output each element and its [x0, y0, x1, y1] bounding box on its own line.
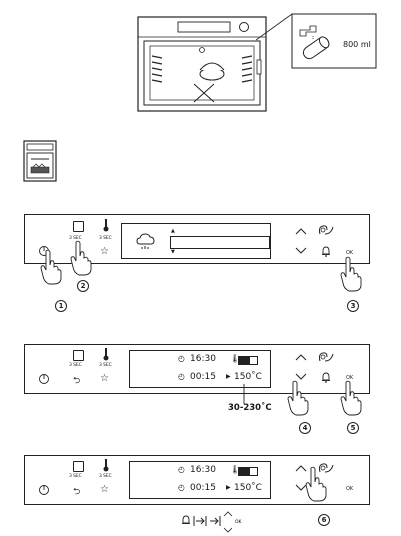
- down-arrow-icon[interactable]: [295, 247, 307, 255]
- thermometer-icon[interactable]: [102, 458, 110, 472]
- svg-text:OK: OK: [235, 519, 243, 525]
- thermometer-icon[interactable]: [102, 218, 110, 232]
- heat-up-bar: [238, 467, 258, 476]
- hand-press-light-icon: [70, 240, 92, 276]
- temperature: 150˚C: [234, 483, 262, 493]
- temp-indicator-icon: 🌡︎: [230, 465, 241, 474]
- play-arrow-icon: ▶: [226, 373, 231, 380]
- temp-range-leader: [243, 384, 245, 404]
- assisted-cooking-icon[interactable]: [317, 223, 335, 237]
- callout-3: 3: [347, 300, 359, 312]
- program-list-bar[interactable]: [170, 236, 270, 249]
- temp-3sec-label: 3 SEC: [99, 474, 112, 479]
- assisted-cooking-icon[interactable]: [317, 350, 335, 364]
- clock-icon: ◴: [178, 465, 185, 474]
- timer-time: 16:30: [190, 354, 216, 364]
- temp-3sec-label: 3 SEC: [99, 363, 112, 368]
- power-icon[interactable]: [38, 373, 50, 385]
- hand-press-function-icon: [305, 466, 327, 502]
- light-button-icon[interactable]: [73, 221, 84, 232]
- up-arrow-icon[interactable]: [295, 353, 307, 361]
- power-icon[interactable]: [38, 484, 50, 496]
- temp-indicator-icon: 🌡︎: [230, 354, 241, 363]
- control-panel-2: 3 SEC ⮌ 3 SEC ☆ ◴ 16:30 🌡︎ ◴ 00:15 ▶ 150…: [24, 344, 370, 394]
- temperature: 150˚C: [234, 372, 262, 382]
- hand-press-ok-icon: [340, 380, 362, 416]
- duration-clock-icon: ◴: [178, 372, 185, 381]
- light-button-icon[interactable]: [73, 461, 84, 472]
- down-arrow-icon[interactable]: [295, 484, 307, 492]
- favourite-star-icon[interactable]: ☆: [100, 246, 109, 257]
- play-arrow-icon: ▶: [226, 484, 231, 491]
- thermometer-icon[interactable]: [102, 347, 110, 361]
- steam-tray-oven-icon: [23, 140, 57, 182]
- temp-3sec-label: 3 SEC: [99, 236, 112, 241]
- clock-icon: ◴: [178, 354, 185, 363]
- back-icon[interactable]: ⮌: [73, 376, 81, 386]
- scroll-up-arrow: ▲: [171, 228, 175, 234]
- up-arrow-icon[interactable]: [295, 227, 307, 235]
- callout-4: 4: [299, 422, 311, 434]
- duration: 00:15: [190, 483, 216, 493]
- back-icon[interactable]: ⮌: [73, 487, 81, 497]
- callout-5: 5: [347, 422, 359, 434]
- callout-2: 2: [77, 280, 89, 292]
- light-3sec-label: 3 SEC: [69, 363, 82, 368]
- ok-button[interactable]: OK: [346, 250, 354, 256]
- ok-button[interactable]: OK: [346, 486, 354, 492]
- hand-press-ok-icon: [340, 256, 362, 292]
- duration: 00:15: [190, 372, 216, 382]
- display-1: ▲ ▼: [121, 223, 271, 259]
- callout-1: 1: [55, 300, 67, 312]
- temp-range-label: 30-230˚C: [228, 403, 272, 413]
- timer-time: 16:30: [190, 465, 216, 475]
- callout-6: 6: [318, 514, 330, 526]
- heat-up-bar: [238, 356, 258, 365]
- hand-press-down-icon: [287, 380, 309, 416]
- bell-icon[interactable]: [321, 246, 331, 257]
- light-3sec-label: 3 SEC: [69, 474, 82, 479]
- display-2: ◴ 16:30 🌡︎ ◴ 00:15 ▶ 150˚C: [129, 350, 271, 388]
- ok-button[interactable]: OK: [346, 375, 354, 381]
- steam-cloud-icon: [136, 233, 155, 249]
- water-amount-label: 800 ml: [343, 40, 371, 49]
- up-arrow-icon[interactable]: [295, 464, 307, 472]
- display-3: ◴ 16:30 🌡︎ ◴ 00:15 ▶ 150˚C: [129, 461, 271, 499]
- light-button-icon[interactable]: [73, 350, 84, 361]
- favourite-star-icon[interactable]: ☆: [100, 484, 109, 495]
- down-arrow-icon[interactable]: [295, 373, 307, 381]
- oven-steam-illustration: [137, 13, 377, 112]
- timer-function-sequence: OK: [182, 511, 243, 533]
- favourite-star-icon[interactable]: ☆: [100, 373, 109, 384]
- bell-icon[interactable]: [321, 372, 331, 383]
- hand-press-power-icon: [40, 249, 62, 285]
- assisted-cooking-icon[interactable]: [317, 461, 335, 475]
- light-3sec-label: 3 SEC: [69, 236, 82, 241]
- scroll-down-arrow: ▼: [171, 249, 175, 255]
- duration-clock-icon: ◴: [178, 483, 185, 492]
